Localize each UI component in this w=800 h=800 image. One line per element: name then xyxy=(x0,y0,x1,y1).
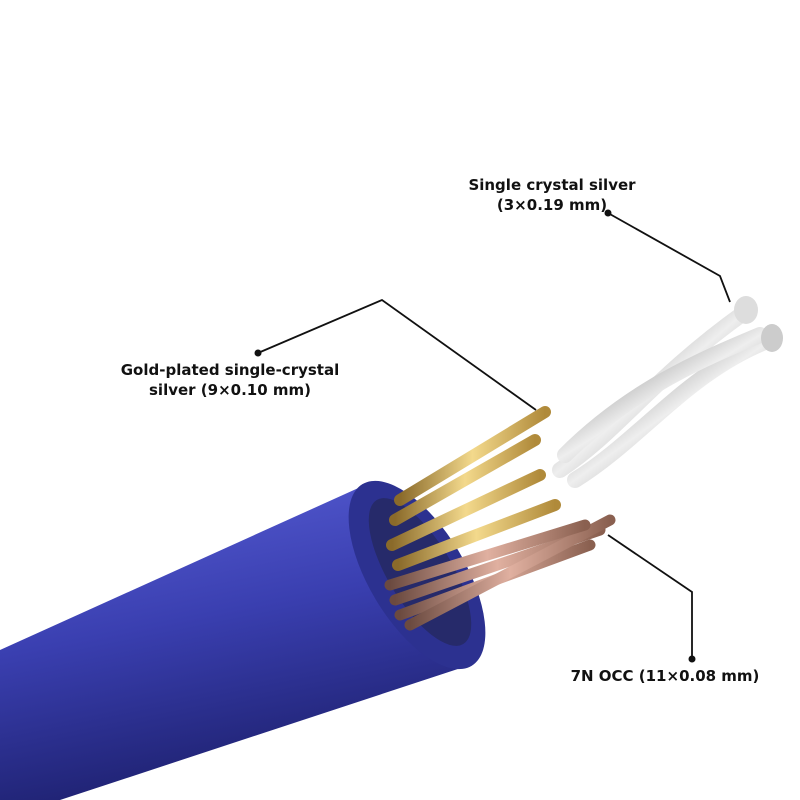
leader-dots xyxy=(254,209,696,663)
leader-occ xyxy=(607,534,693,659)
label-line: 7N OCC (11×0.08 mm) xyxy=(570,667,760,685)
gold-strands xyxy=(386,406,561,571)
label-line: Gold-plated single-crystal xyxy=(120,361,340,379)
cable-jacket xyxy=(0,480,486,800)
leader-lines xyxy=(257,212,731,659)
label-single-crystal-silver: Single crystal silver (3×0.19 mm) xyxy=(452,175,652,215)
label-line: Single crystal silver xyxy=(468,176,636,194)
silver-strands xyxy=(552,296,783,488)
label-7n-occ: 7N OCC (11×0.08 mm) xyxy=(555,666,775,686)
label-line: silver (9×0.10 mm) xyxy=(149,381,311,399)
copper-strands xyxy=(384,514,616,631)
label-gold-plated-silver: Gold-plated single-crystal silver (9×0.1… xyxy=(100,360,360,400)
label-line: (3×0.19 mm) xyxy=(496,196,608,214)
leader-silver xyxy=(607,212,731,303)
leader-gold xyxy=(257,298,537,411)
